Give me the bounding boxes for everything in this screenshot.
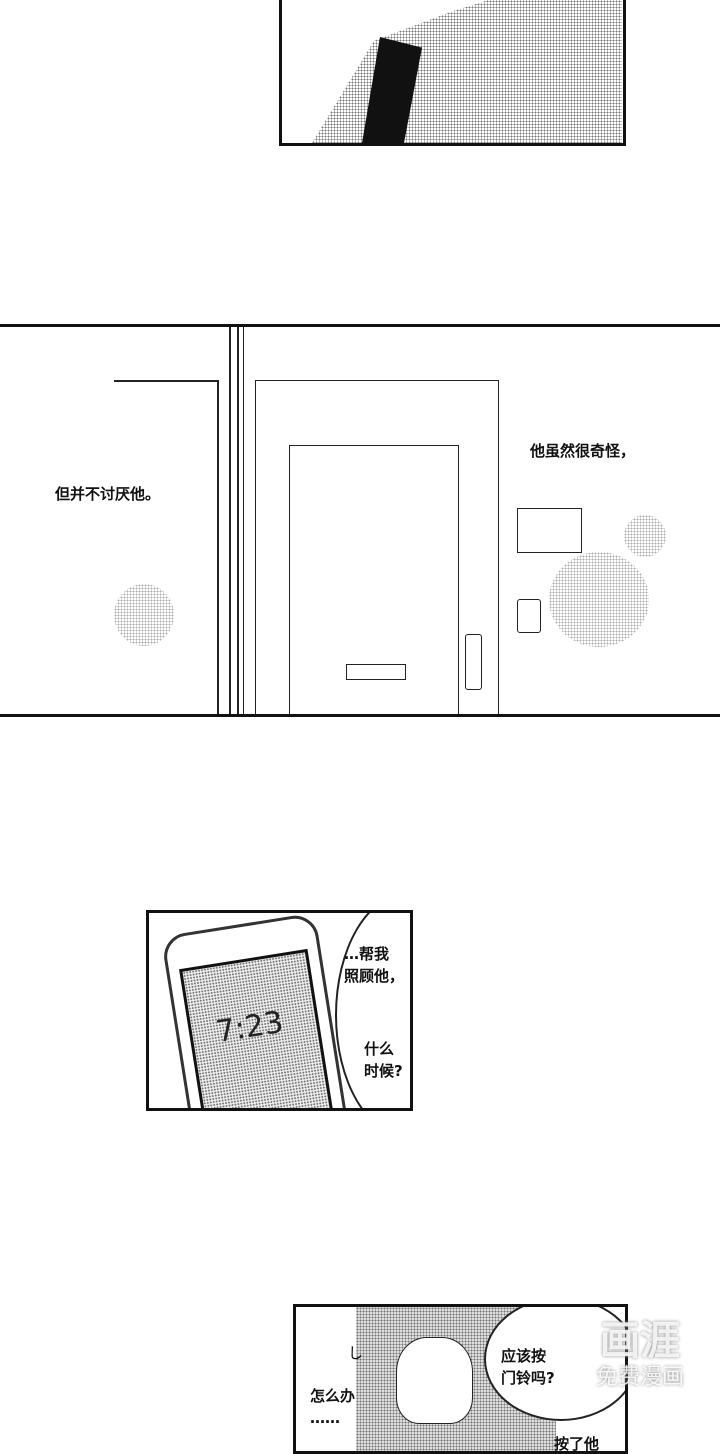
panel-door: 他虽然很奇怪， 但并不讨厌他。 bbox=[0, 324, 720, 717]
sfx: し bbox=[348, 1344, 364, 1362]
watermark-sub-text: 免费漫画 bbox=[595, 1365, 684, 1390]
speech-ring-doorbell: 应该按 门铃吗? bbox=[501, 1347, 555, 1387]
wall-line bbox=[217, 380, 219, 714]
door[interactable] bbox=[289, 445, 459, 714]
panel-hallway: し 怎么办 …… 应该按 门铃吗? 按了他 bbox=[293, 1304, 628, 1454]
panel-figure bbox=[279, 0, 626, 146]
caption-right: 他虽然很奇怪， bbox=[530, 442, 636, 460]
mail-slot bbox=[346, 664, 406, 680]
phone-screen: 7:23 bbox=[179, 948, 340, 1108]
wall-pillar-line bbox=[237, 327, 239, 714]
speech-bottom: 按了他 bbox=[554, 1435, 600, 1453]
blur-tone bbox=[114, 584, 174, 646]
wall-pillar-line bbox=[243, 327, 244, 714]
door-handle[interactable] bbox=[465, 634, 482, 690]
panel-phone: 7:23 …帮我 照顾他， 什么 时候? bbox=[146, 910, 413, 1111]
door-frame bbox=[255, 380, 499, 714]
character-head bbox=[396, 1337, 473, 1424]
watermark-logo: 画涯 免费漫画 bbox=[580, 1318, 700, 1392]
wall-line bbox=[114, 380, 219, 382]
blur-tone bbox=[549, 552, 649, 647]
speech-bubble-right bbox=[484, 1307, 625, 1421]
speech-what-to-do: 怎么办 …… bbox=[310, 1387, 356, 1427]
blur-tone bbox=[624, 515, 666, 557]
phone: 7:23 bbox=[160, 913, 354, 1108]
wall-pillar-line bbox=[229, 327, 231, 714]
intercom[interactable] bbox=[517, 599, 541, 633]
jacket-illustration bbox=[312, 0, 622, 143]
watermark-logo-text: 画涯 bbox=[600, 1318, 680, 1364]
nameplate bbox=[517, 508, 582, 553]
phone-clock: 7:23 bbox=[213, 1004, 286, 1050]
speech-help: …帮我 照顾他， bbox=[344, 945, 405, 985]
speech-when: 什么 时候? bbox=[364, 1040, 403, 1080]
caption-left: 但并不讨厌他。 bbox=[55, 485, 161, 503]
speech-bubble bbox=[335, 913, 410, 1108]
